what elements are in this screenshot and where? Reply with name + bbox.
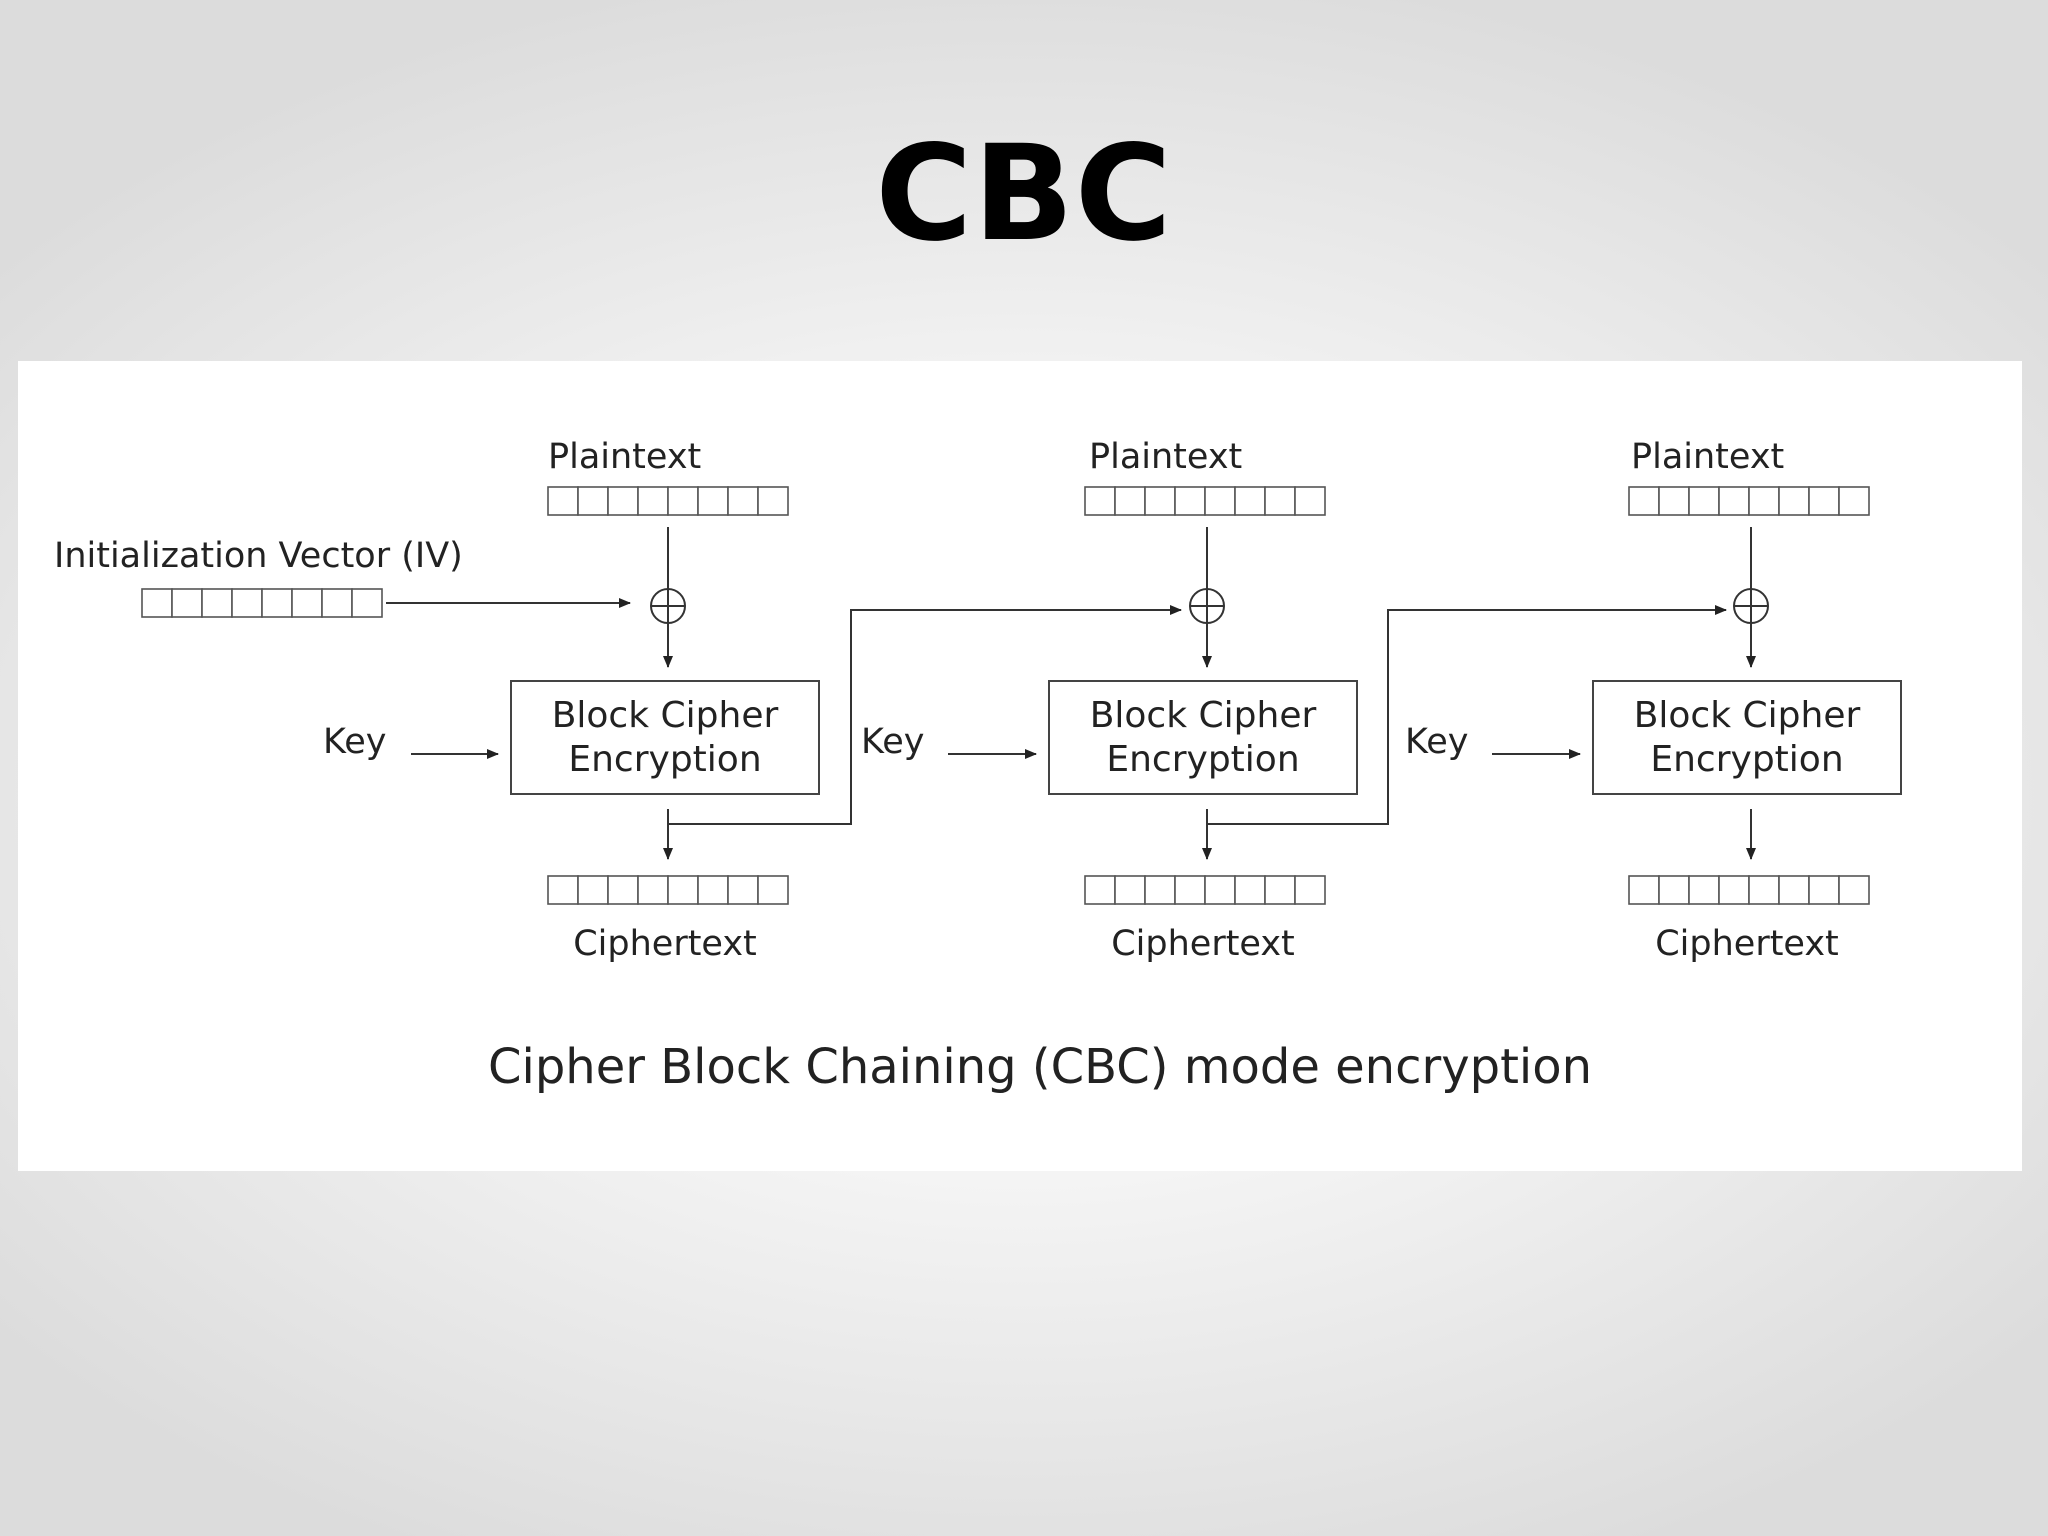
register-cell <box>1264 486 1296 516</box>
register-cell <box>1294 486 1326 516</box>
plaintext-label: Plaintext <box>1089 437 1242 477</box>
block-cipher-label-line1: Block Cipher <box>1090 695 1317 736</box>
register-cell <box>1688 875 1720 905</box>
diagram-caption: Cipher Block Chaining (CBC) mode encrypt… <box>488 1039 1592 1095</box>
register-cell <box>1748 875 1780 905</box>
block-cipher-box <box>510 680 820 795</box>
register-cell <box>1718 875 1750 905</box>
register-cell <box>1294 875 1326 905</box>
block-cipher-label-line1: Block Cipher <box>1634 695 1861 736</box>
register-cell <box>577 875 609 905</box>
ciphertext-register <box>1084 875 1326 905</box>
slide-title: CBC <box>875 117 1173 271</box>
register-cell <box>607 486 639 516</box>
cbc-diagram: Initialization Vector (IV) Plaintext Blo… <box>54 437 1902 1095</box>
register-cell <box>1778 486 1810 516</box>
register-cell <box>291 588 323 618</box>
xor-circle-icon <box>1189 588 1225 624</box>
ciphertext-label: Ciphertext <box>1111 924 1295 964</box>
register-cell <box>1658 875 1690 905</box>
register-cell <box>757 486 789 516</box>
block-cipher-box <box>1592 680 1902 795</box>
cbc-stage-3: Plaintext Block Cipher Encryption Key Ci… <box>1405 437 1902 964</box>
register-cell <box>1778 875 1810 905</box>
register-cell <box>637 875 669 905</box>
register-cell <box>607 875 639 905</box>
register-cell <box>577 486 609 516</box>
ciphertext-register <box>547 875 789 905</box>
register-cell <box>261 588 293 618</box>
register-cell <box>1838 486 1870 516</box>
xor-circle-icon <box>1733 588 1769 624</box>
key-label: Key <box>323 722 386 762</box>
block-cipher-label-line1: Block Cipher <box>552 695 779 736</box>
register-cell <box>1204 875 1236 905</box>
register-cell <box>141 588 173 618</box>
register-cell <box>667 486 699 516</box>
register-cell <box>1234 875 1266 905</box>
register-cell <box>667 875 699 905</box>
register-cell <box>1114 875 1146 905</box>
register-cell <box>171 588 203 618</box>
register-cell <box>201 588 233 618</box>
register-cell <box>1204 486 1236 516</box>
register-cell <box>321 588 353 618</box>
register-cell <box>697 875 729 905</box>
iv-label: Initialization Vector (IV) <box>54 536 463 576</box>
plaintext-register <box>547 486 789 516</box>
chain-arrow-1 <box>668 605 1182 825</box>
plaintext-register <box>1084 486 1326 516</box>
register-cell <box>231 588 263 618</box>
register-cell <box>547 875 579 905</box>
register-cell <box>1174 875 1206 905</box>
register-cell <box>637 486 669 516</box>
ciphertext-label: Ciphertext <box>573 924 757 964</box>
register-cell <box>727 875 759 905</box>
register-cell <box>727 486 759 516</box>
key-label: Key <box>861 722 924 762</box>
block-cipher-label-line2: Encryption <box>568 739 761 780</box>
register-cell <box>1718 486 1750 516</box>
plaintext-register <box>1628 486 1870 516</box>
register-cell <box>1084 486 1116 516</box>
register-cell <box>1114 486 1146 516</box>
register-cell <box>697 486 729 516</box>
register-cell <box>1174 486 1206 516</box>
register-cell <box>1144 486 1176 516</box>
ciphertext-label: Ciphertext <box>1655 924 1839 964</box>
register-cell <box>1688 486 1720 516</box>
register-cell <box>757 875 789 905</box>
xor-circle-icon <box>650 588 686 624</box>
register-cell <box>1144 875 1176 905</box>
register-cell <box>1748 486 1780 516</box>
register-cell <box>1084 875 1116 905</box>
block-cipher-label-line2: Encryption <box>1650 739 1843 780</box>
register-cell <box>1628 875 1660 905</box>
register-cell <box>1264 875 1296 905</box>
register-cell <box>1838 875 1870 905</box>
register-cell <box>1808 875 1840 905</box>
register-cell <box>1808 486 1840 516</box>
plaintext-label: Plaintext <box>548 437 701 477</box>
iv-register <box>141 588 383 618</box>
cbc-stage-1: Plaintext Block Cipher Encryption Key Ci… <box>323 437 820 964</box>
register-cell <box>1658 486 1690 516</box>
register-cell <box>547 486 579 516</box>
register-cell <box>1628 486 1660 516</box>
ciphertext-register <box>1628 875 1870 905</box>
block-cipher-label-line2: Encryption <box>1106 739 1299 780</box>
register-cell <box>351 588 383 618</box>
chain-arrow-2 <box>1207 605 1727 825</box>
plaintext-label: Plaintext <box>1631 437 1784 477</box>
block-cipher-box <box>1048 680 1358 795</box>
key-label: Key <box>1405 722 1468 762</box>
cbc-stage-2: Plaintext Block Cipher Encryption Key Ci… <box>861 437 1358 964</box>
register-cell <box>1234 486 1266 516</box>
cbc-diagram-panel: Initialization Vector (IV) Plaintext Blo… <box>18 361 2022 1171</box>
